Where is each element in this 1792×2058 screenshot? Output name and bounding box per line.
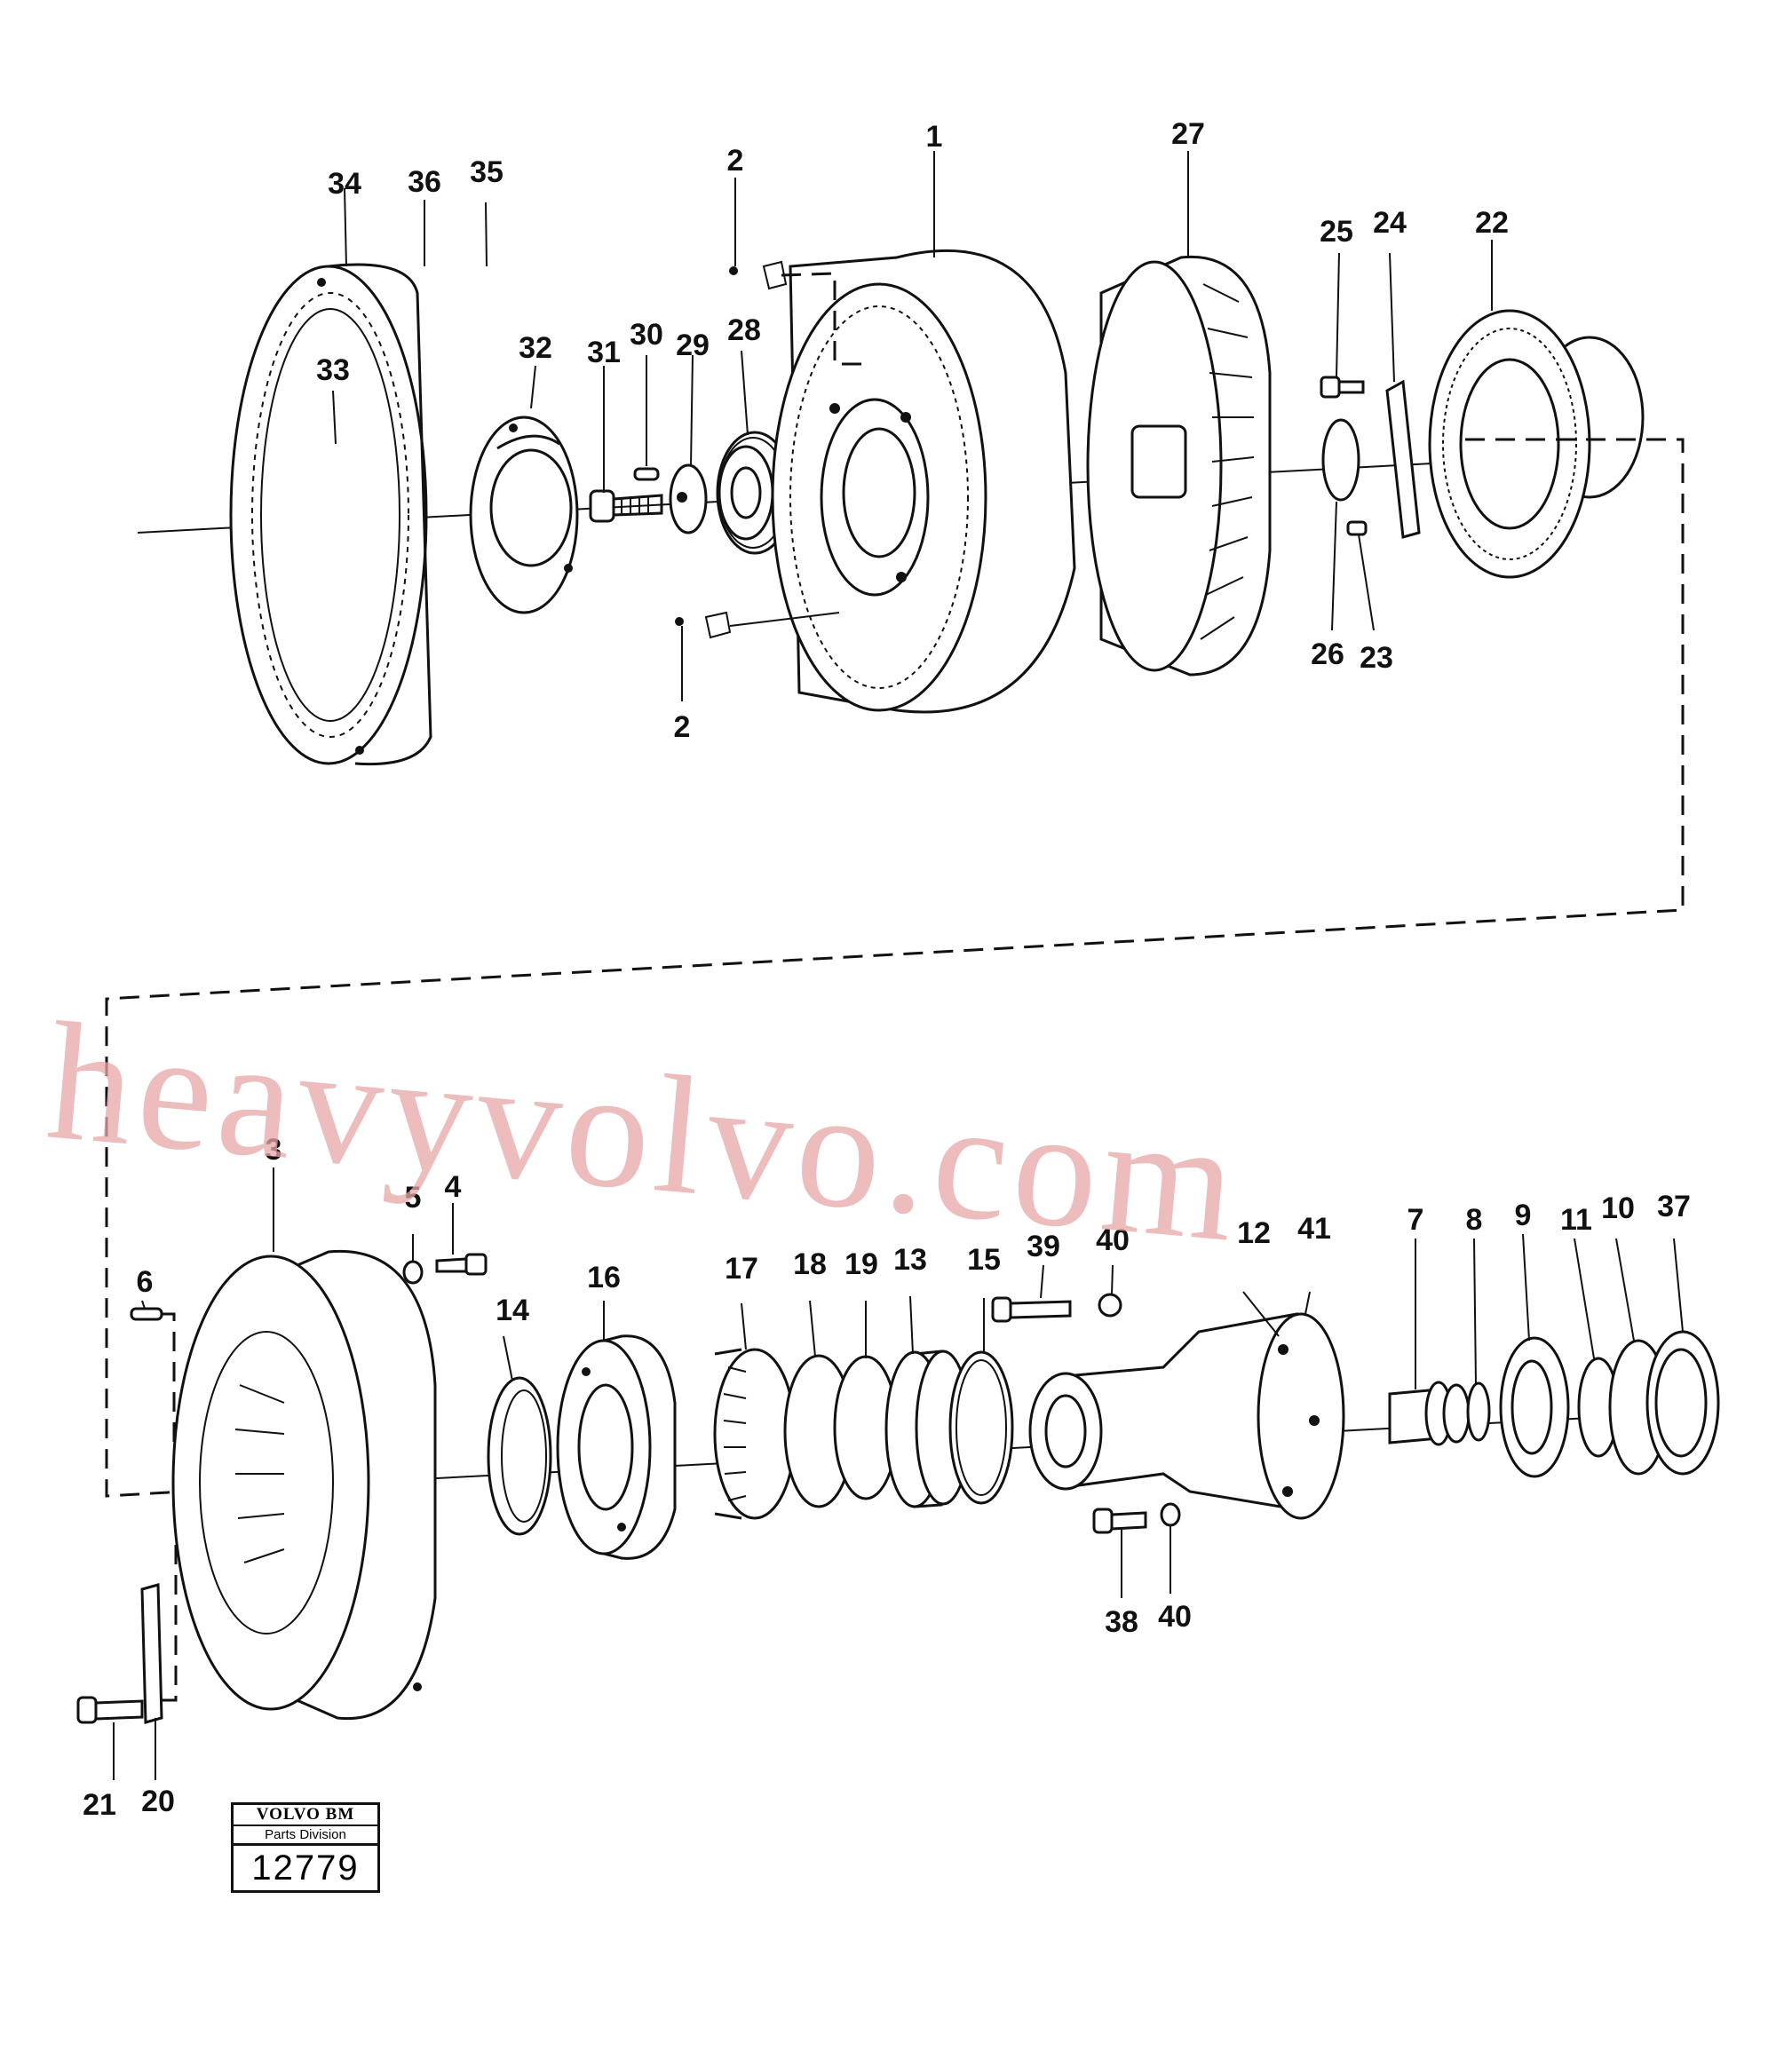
pin-6 — [130, 1307, 163, 1321]
callout-2-upper: 2 — [727, 144, 744, 178]
callout-20: 20 — [141, 1785, 175, 1818]
callout-40-upper: 40 — [1096, 1223, 1130, 1257]
callout-26: 26 — [1311, 637, 1344, 671]
callout-12: 12 — [1237, 1216, 1271, 1250]
callout-29: 29 — [676, 328, 710, 362]
callout-30: 30 — [630, 318, 663, 352]
screw-2-lower — [675, 611, 840, 639]
screw-2-upper — [729, 260, 866, 366]
callout-13: 13 — [893, 1243, 927, 1277]
seal-37 — [1645, 1330, 1720, 1476]
callout-1: 1 — [926, 120, 943, 154]
callout-24: 24 — [1373, 206, 1407, 240]
callout-31: 31 — [587, 336, 621, 369]
callout-28: 28 — [727, 313, 761, 347]
callout-2-lower: 2 — [674, 710, 691, 744]
o-ring-15 — [948, 1350, 1014, 1505]
callout-25: 25 — [1320, 215, 1353, 249]
washer-40-upper — [1098, 1293, 1122, 1318]
callout-17: 17 — [725, 1252, 758, 1286]
callout-36: 36 — [408, 165, 441, 199]
callout-38: 38 — [1105, 1605, 1138, 1639]
cover-plate-32 — [469, 416, 579, 614]
lock-plate-20 — [140, 1583, 163, 1724]
stamp-division: Parts Division — [234, 1826, 377, 1846]
callout-16: 16 — [587, 1261, 621, 1294]
bolt-39 — [991, 1296, 1072, 1323]
bolt-25 — [1320, 376, 1365, 399]
callout-10: 10 — [1601, 1191, 1635, 1225]
callout-9: 9 — [1515, 1199, 1532, 1232]
callout-15: 15 — [967, 1243, 1001, 1277]
ring-14 — [487, 1376, 552, 1536]
leader-lines — [113, 151, 1684, 1780]
needle-cage-17 — [713, 1348, 797, 1520]
callout-34: 34 — [328, 167, 361, 201]
callout-18: 18 — [793, 1247, 827, 1281]
stator-3 — [171, 1249, 437, 1721]
ring-8 — [1466, 1381, 1491, 1442]
pin-30 — [633, 467, 660, 481]
bolt-38 — [1092, 1508, 1147, 1534]
callout-5: 5 — [405, 1181, 422, 1215]
callout-11: 11 — [1560, 1203, 1592, 1237]
watermark-text: heavyvolvo.com — [41, 988, 1247, 1278]
callout-19: 19 — [844, 1247, 878, 1281]
washer-40-lower — [1160, 1502, 1181, 1527]
shaft-7 — [1388, 1381, 1471, 1446]
callout-35: 35 — [470, 155, 504, 189]
callout-32: 32 — [519, 331, 552, 365]
callout-22: 22 — [1475, 206, 1509, 240]
housing-1 — [771, 249, 1076, 714]
circlip-26 — [1321, 418, 1360, 502]
callout-14: 14 — [496, 1294, 529, 1327]
callout-21: 21 — [83, 1788, 116, 1822]
callout-27: 27 — [1171, 117, 1205, 151]
bearing-9 — [1499, 1336, 1570, 1478]
callout-39: 39 — [1027, 1230, 1060, 1263]
pump-wheel-22 — [1428, 309, 1645, 579]
callout-37: 37 — [1657, 1190, 1691, 1223]
ring-gear-34 — [229, 263, 432, 766]
parts-division-stamp: VOLVO BM Parts Division 12779 — [231, 1802, 380, 1893]
callout-23: 23 — [1360, 641, 1393, 675]
lock-plate-24 — [1385, 379, 1421, 539]
callout-labels: 1 2 2 3 4 5 6 7 8 9 10 11 12 13 14 15 16… — [83, 117, 1691, 1822]
assembly-connector-line — [105, 438, 1685, 1498]
callout-3: 3 — [266, 1133, 282, 1167]
callout-41: 41 — [1297, 1212, 1331, 1246]
bolt-4 — [435, 1253, 488, 1276]
callout-8: 8 — [1466, 1203, 1483, 1237]
stamp-number: 12779 — [251, 1848, 360, 1888]
washer-29 — [669, 463, 708, 534]
callout-7: 7 — [1407, 1203, 1424, 1237]
callout-40-lower: 40 — [1158, 1600, 1192, 1634]
turbine-27 — [1086, 255, 1272, 677]
pin-23 — [1346, 520, 1368, 536]
bolt-21 — [76, 1696, 144, 1724]
stamp-brand: VOLVO BM — [234, 1805, 377, 1826]
callout-33: 33 — [316, 353, 350, 387]
bolt-31 — [589, 489, 663, 523]
callout-4: 4 — [445, 1170, 462, 1204]
gear-flange-16 — [556, 1334, 677, 1560]
washer-5 — [402, 1260, 424, 1285]
callout-6: 6 — [137, 1265, 154, 1299]
reaction-shaft-12 — [1028, 1312, 1345, 1520]
